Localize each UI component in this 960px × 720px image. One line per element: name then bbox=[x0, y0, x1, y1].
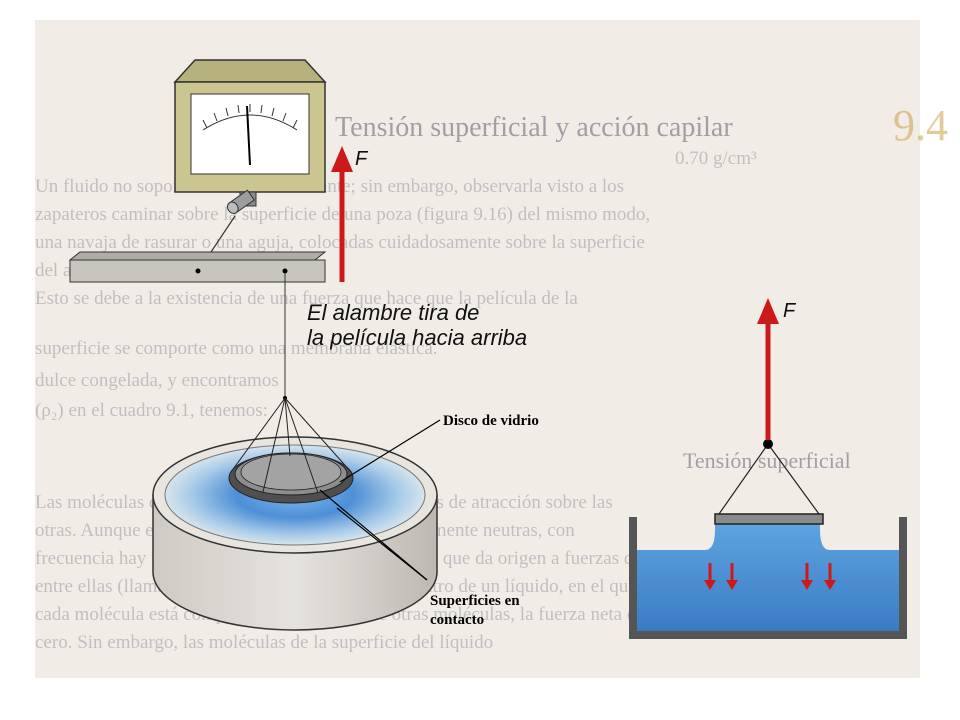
downward-force-arrows bbox=[704, 563, 836, 590]
page-heading: Tensión superficial y acción capilar bbox=[335, 112, 733, 143]
lift-plate bbox=[714, 513, 824, 525]
force-arrow-right bbox=[757, 298, 779, 440]
figure-photo: 9.4 Tensión superficial y acción capilar… bbox=[35, 20, 948, 678]
glass-disc bbox=[228, 452, 354, 504]
page-text-line: superficie se comporte como una membrana… bbox=[35, 338, 438, 359]
caption-line: la película hacia arriba bbox=[307, 325, 528, 350]
force-gauge bbox=[173, 59, 327, 265]
callout-line: Superficies en bbox=[430, 593, 520, 609]
force-arrow-left bbox=[331, 146, 353, 282]
gauge-scale bbox=[202, 104, 298, 131]
page-number: 9.4 bbox=[893, 101, 948, 150]
page-text-line: (ρ₂) en el cuadro 9.1, tenemos: bbox=[35, 400, 268, 421]
tank-water bbox=[637, 522, 899, 631]
page-text-line: 0.70 g/cm³ bbox=[675, 148, 757, 169]
figure-caption: El alambre tira de la película hacia arr… bbox=[307, 300, 527, 350]
diagram-drawing bbox=[68, 59, 907, 639]
plate-strings bbox=[718, 443, 820, 515]
page-text-line: cero. Sin embargo, las moléculas de la s… bbox=[35, 632, 494, 653]
disc-strings bbox=[230, 397, 352, 494]
support-bar bbox=[68, 251, 327, 283]
callout-contact-surfaces: Superficies en contacto bbox=[430, 592, 520, 630]
caption-line: El alambre tira de bbox=[307, 300, 480, 325]
force-label-left: F bbox=[355, 148, 368, 170]
force-label-right: F bbox=[783, 300, 796, 322]
page-text-line: Esto se debe a la existencia de una fuer… bbox=[35, 288, 578, 309]
section-heading: Tensión superficial bbox=[683, 448, 851, 473]
callout-line: contacto bbox=[430, 612, 485, 628]
callout-lines bbox=[319, 419, 441, 581]
gauge-needle bbox=[246, 105, 251, 166]
page-text-line: dulce congelada, y encontramos bbox=[35, 370, 279, 391]
bar-hook bbox=[282, 268, 288, 274]
callout-glass-disc: Disco de vidrio bbox=[443, 413, 539, 429]
gauge-knob bbox=[226, 189, 255, 214]
water-tank bbox=[629, 439, 907, 639]
plate-hook bbox=[763, 439, 773, 449]
bar-pivot bbox=[195, 268, 201, 274]
